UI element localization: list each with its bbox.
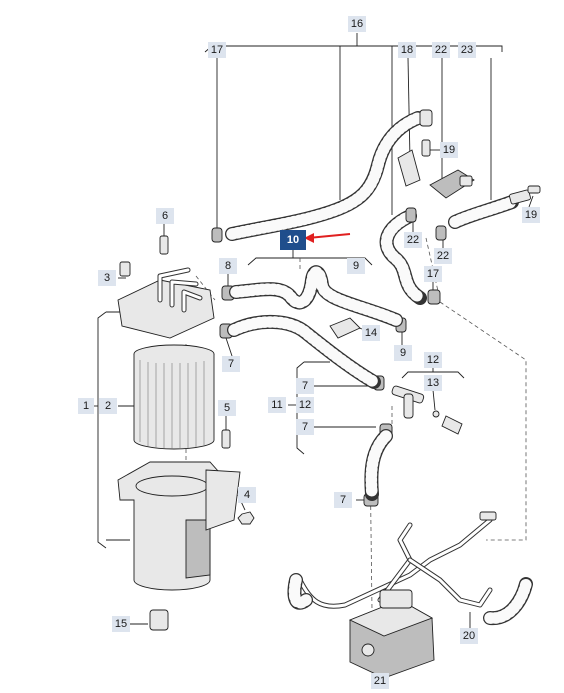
drain-plug-15	[149, 609, 169, 631]
fuel-sensor-22	[429, 169, 475, 199]
callout-16[interactable]: 16	[348, 16, 366, 32]
callout-23[interactable]: 23	[458, 42, 476, 58]
selection-arrow	[304, 233, 351, 243]
callout-22-upper[interactable]: 22	[432, 42, 450, 58]
connector-19-upper	[421, 139, 431, 157]
bracket-18	[397, 109, 433, 187]
callout-9-upper[interactable]: 9	[347, 258, 365, 274]
callout-12-upper[interactable]: 12	[424, 352, 442, 368]
bolt-5	[221, 429, 231, 449]
callout-21[interactable]: 21	[371, 673, 389, 689]
callout-22-left[interactable]: 22	[404, 232, 422, 248]
sensor-13	[441, 415, 463, 435]
callout-11[interactable]: 11	[268, 397, 286, 413]
callout-4[interactable]: 4	[238, 487, 256, 503]
callout-7-bottom[interactable]: 7	[334, 492, 352, 508]
callout-9-lower[interactable]: 9	[394, 345, 412, 361]
callout-20[interactable]: 20	[460, 628, 478, 644]
callout-17-upper[interactable]: 17	[208, 42, 226, 58]
fuel-hoses-middle	[227, 265, 403, 501]
bolt-6	[159, 235, 169, 255]
callout-13[interactable]: 13	[424, 375, 442, 391]
callout-12-left[interactable]: 12	[296, 397, 314, 413]
t-piece-12	[391, 385, 463, 435]
fuel-lines-20	[287, 511, 533, 626]
callout-19-right[interactable]: 19	[522, 207, 540, 223]
callout-7-lower[interactable]: 7	[296, 419, 314, 435]
callout-8[interactable]: 8	[219, 258, 237, 274]
callout-18[interactable]: 18	[398, 42, 416, 58]
fuel-filter-assembly	[117, 235, 255, 631]
callout-22-right[interactable]: 22	[434, 248, 452, 264]
callout-2[interactable]: 2	[99, 398, 117, 414]
callout-7-left[interactable]: 7	[222, 356, 240, 372]
callout-15[interactable]: 15	[112, 616, 130, 632]
callout-14[interactable]: 14	[362, 325, 380, 341]
callout-10-selected[interactable]: 10	[280, 230, 306, 250]
callout-7-upper[interactable]: 7	[296, 378, 314, 394]
fuel-hose-23	[448, 185, 541, 229]
callout-3[interactable]: 3	[98, 270, 116, 286]
nut-4	[237, 511, 255, 525]
connector-19-right	[527, 185, 541, 194]
fuel-hose-22	[379, 209, 427, 305]
bracket-14	[329, 317, 361, 339]
callout-5[interactable]: 5	[218, 400, 236, 416]
callout-6[interactable]: 6	[156, 208, 174, 224]
fuel-hose-16	[225, 111, 425, 241]
bolt-3	[119, 261, 131, 277]
callout-17-lower[interactable]: 17	[424, 266, 442, 282]
callout-19-mid[interactable]: 19	[440, 142, 458, 158]
high-pressure-pump-21	[348, 589, 435, 679]
callout-1[interactable]: 1	[78, 398, 94, 414]
